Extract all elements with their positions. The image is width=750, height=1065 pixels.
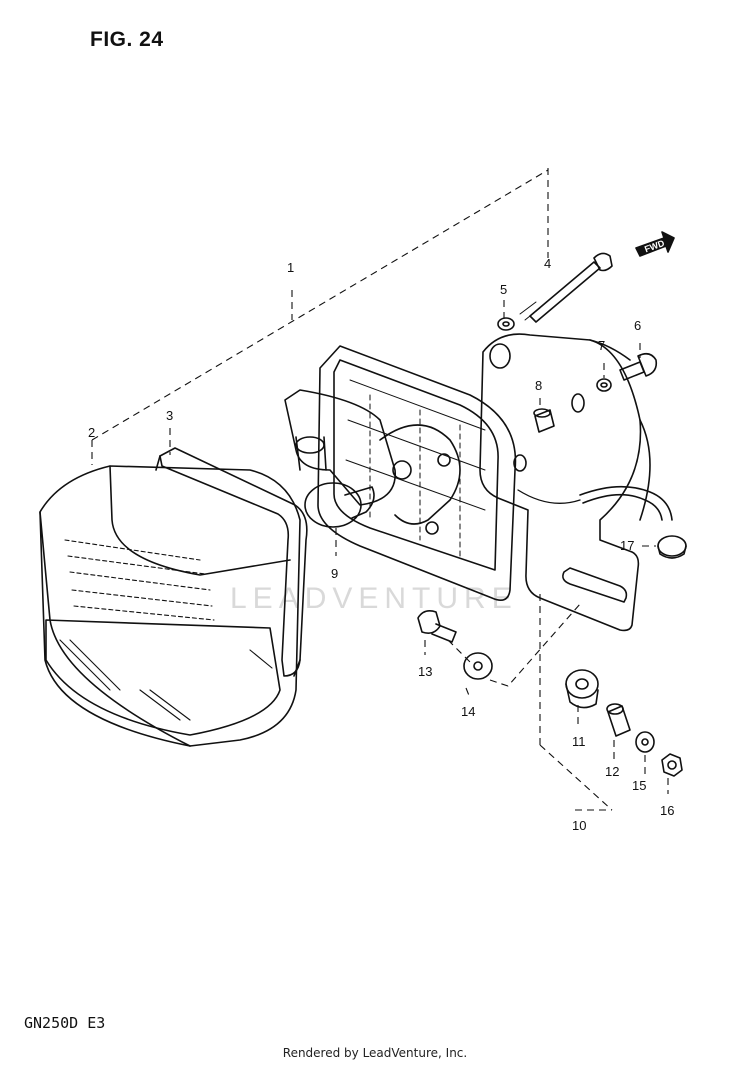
gasket-part	[155, 447, 308, 677]
callout-13: 13	[418, 664, 432, 679]
figure-title: FIG. 24	[90, 28, 164, 51]
forward-arrow-label: FWD	[643, 238, 666, 255]
callout-4: 4	[544, 256, 551, 271]
lamp-housing	[317, 345, 517, 601]
callout-5: 5	[500, 282, 507, 297]
washer-part-5	[497, 317, 515, 331]
washer-part-14	[463, 652, 493, 680]
callout-15: 15	[632, 778, 646, 793]
bulb-socket-part	[284, 389, 461, 535]
callout-12: 12	[605, 764, 619, 779]
washer-part-15	[635, 731, 655, 753]
lockwasher-part-7	[596, 378, 612, 392]
callout-2: 2	[88, 425, 95, 440]
callout-16: 16	[660, 803, 674, 818]
callout-1: 1	[287, 260, 294, 275]
callout-8: 8	[535, 378, 542, 393]
callout-10: 10	[572, 818, 586, 833]
callout-11: 11	[572, 734, 586, 749]
cushion-part-11	[565, 669, 599, 709]
screw-part-6	[619, 352, 658, 381]
forward-arrow-icon	[635, 231, 675, 257]
collar-part-12	[606, 703, 631, 737]
footer-credit: Rendered by LeadVenture, Inc.	[282, 1046, 468, 1060]
callout-9: 9	[331, 566, 338, 581]
callout-7: 7	[598, 338, 605, 353]
grommet-part-17	[657, 535, 687, 559]
nut-part-16	[661, 753, 683, 777]
collar-part-8	[533, 408, 555, 433]
lens-part	[39, 465, 301, 747]
bolt-long-part	[519, 252, 613, 323]
callout-3: 3	[166, 408, 173, 423]
callout-14: 14	[461, 704, 475, 719]
bolt-part-13	[417, 610, 457, 643]
model-code: GN250D E3	[24, 1014, 106, 1032]
bracket-part	[479, 333, 651, 632]
callout-labels: 1 2 3 4 5 6 7 8 9 10 11 12 13 14 15 16 1…	[88, 256, 674, 833]
wire-harness	[579, 485, 673, 521]
callout-6: 6	[634, 318, 641, 333]
callout-17: 17	[620, 538, 634, 553]
